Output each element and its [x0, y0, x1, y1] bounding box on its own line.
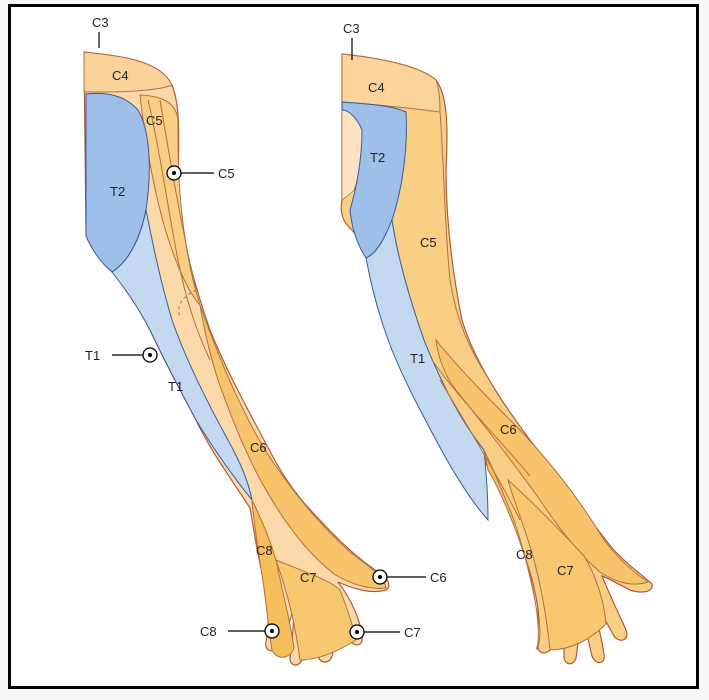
left-label-c7: C7	[300, 570, 317, 585]
callout-c7-label: C7	[404, 625, 421, 640]
left-label-c6: C6	[250, 440, 267, 455]
callout-c8: C8	[200, 624, 279, 639]
callout-c6: C6	[373, 570, 447, 585]
left-label-t2: T2	[110, 184, 125, 199]
right-label-t2: T2	[370, 150, 385, 165]
right-label-c3: C3	[343, 21, 360, 36]
left-label-c4: C4	[112, 68, 129, 83]
callout-c6-label: C6	[430, 570, 447, 585]
right-label-c6: C6	[500, 422, 517, 437]
right-label-c5: C5	[420, 235, 437, 250]
left-label-c3: C3	[92, 15, 109, 30]
callout-c5-label: C5	[218, 166, 235, 181]
left-label-c8: C8	[256, 543, 273, 558]
right-label-c8: C8	[516, 547, 533, 562]
callout-t1-label: T1	[85, 348, 100, 363]
right-arm: C3 C4 T2 C5 T1 C6 C8 C7	[341, 21, 652, 664]
left-label-c5: C5	[146, 113, 163, 128]
callout-c5: C5	[167, 166, 235, 181]
callout-c7: C7	[350, 625, 421, 640]
callout-c8-label: C8	[200, 624, 217, 639]
left-label-t1: T1	[168, 379, 183, 394]
right-label-t1: T1	[410, 351, 425, 366]
right-label-c7: C7	[557, 563, 574, 578]
right-label-c4: C4	[368, 80, 385, 95]
callout-t1: T1	[85, 348, 157, 363]
